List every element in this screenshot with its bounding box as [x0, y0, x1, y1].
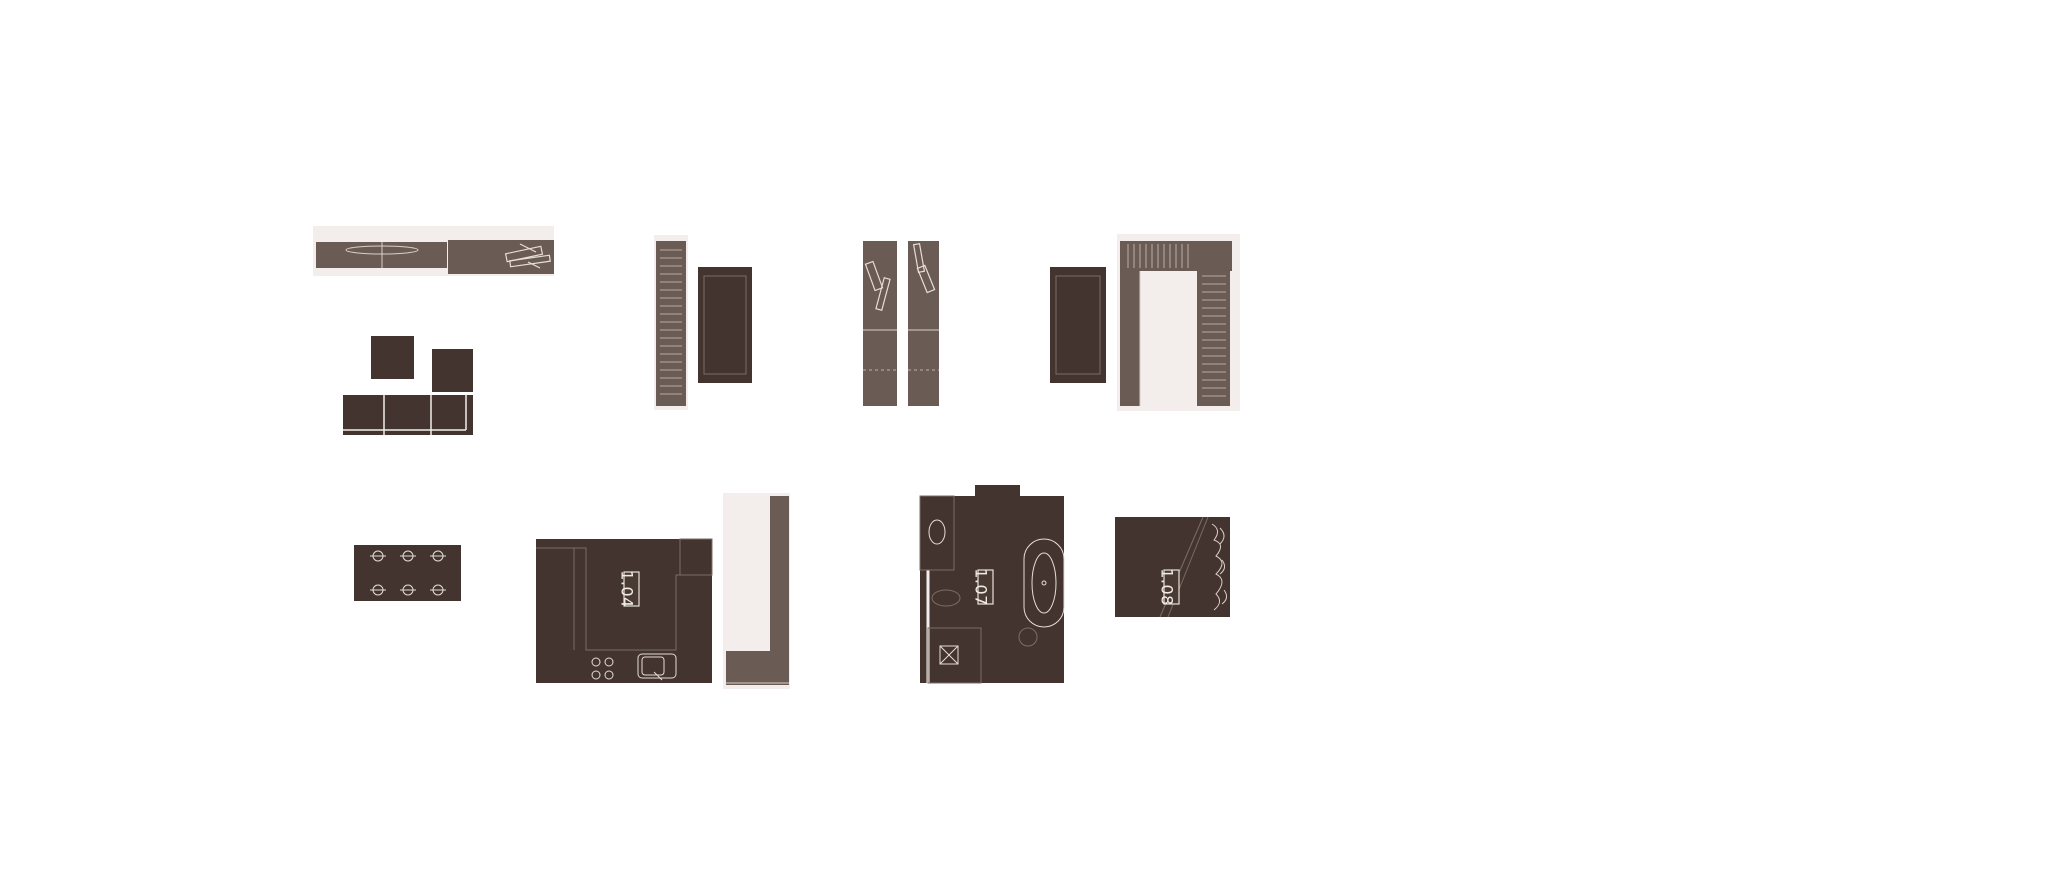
counter-vertical: [770, 496, 789, 651]
stool-right: [432, 349, 473, 392]
wardrobe-left: [1120, 241, 1140, 406]
desk-items-icon: [504, 243, 551, 269]
chair-icons: [370, 550, 446, 596]
shower-icon: [939, 645, 959, 665]
dining-table: [354, 545, 461, 601]
block-seating-group: [343, 336, 473, 435]
armchair-and-wardrobe-group: [1050, 234, 1240, 411]
radiator: [656, 241, 686, 406]
wardrobe-right: [1197, 241, 1230, 406]
stool-left: [371, 336, 414, 379]
l-counter-group: [723, 493, 790, 689]
room-label-1-04: 1.04: [618, 570, 637, 608]
kitchen-room: 1.04: [536, 538, 713, 683]
hob-icon: [591, 657, 614, 680]
kitchen-floor: [536, 539, 712, 683]
sink-icon: [637, 653, 677, 681]
bedroom-room: 1.08: [1115, 516, 1230, 618]
room-label-box: [1163, 569, 1180, 605]
twin-cabinets-group: [863, 241, 939, 406]
radiator-ribs: [660, 249, 682, 395]
dining-table-group: [354, 545, 461, 601]
counter-horizontal: [726, 651, 789, 685]
bathtub-icon: [1023, 538, 1065, 628]
room-label-1-08: 1.08: [1158, 568, 1177, 606]
toilet-icon: [931, 589, 961, 607]
armchair: [1050, 267, 1106, 383]
radiator-and-sofa-group: [654, 235, 752, 410]
sofa: [698, 267, 752, 383]
basin-icon: [928, 519, 946, 545]
shelf-and-desk-group: [313, 226, 554, 276]
plant-icon: [1211, 523, 1228, 611]
hanger-lines: [1127, 244, 1226, 397]
room-label-box: [623, 571, 640, 607]
room-label-1-07: 1.07: [972, 568, 991, 606]
cabinet-left: [863, 241, 897, 406]
room-label-box: [977, 569, 994, 605]
bathroom-room: 1.07: [919, 485, 1065, 684]
bench: [343, 395, 473, 435]
cabinet-items-icon: [864, 242, 936, 311]
